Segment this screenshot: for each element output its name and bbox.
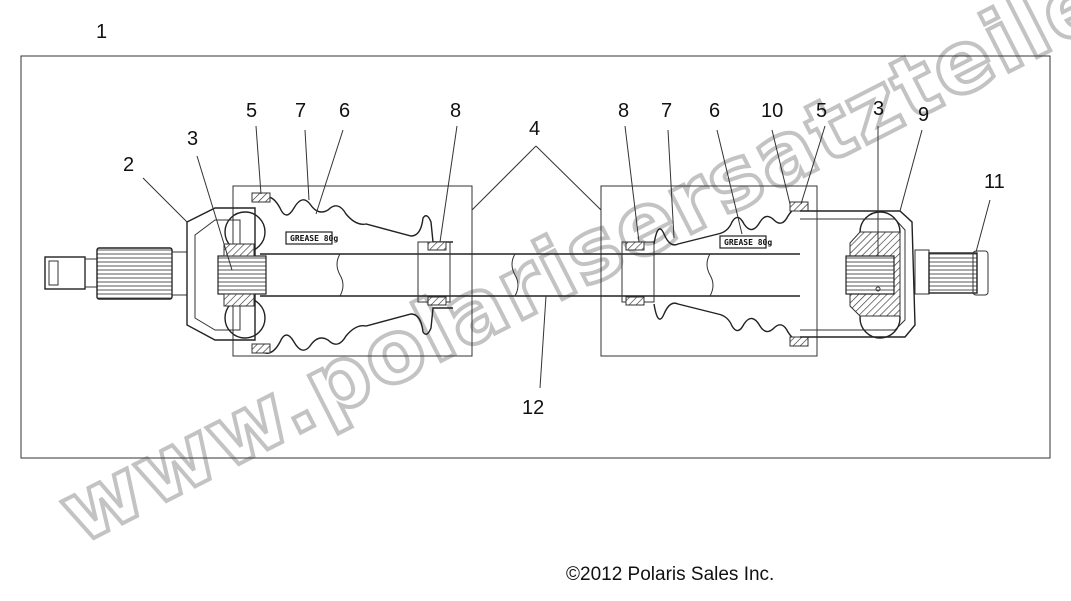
callout-3: 3 — [187, 128, 198, 150]
axle-shaft — [260, 253, 800, 297]
right-cv-joint — [800, 210, 916, 339]
boot-kit-box-right — [600, 185, 818, 357]
callout-5: 5 — [816, 100, 827, 122]
watermark: www.polarisersatzteile.de — [42, 0, 1071, 566]
assembly-frame — [20, 55, 1051, 459]
callout-3: 3 — [873, 98, 884, 120]
right-stub-spline — [914, 249, 989, 296]
callout-2: 2 — [123, 154, 134, 176]
left-stub-spline — [44, 247, 188, 300]
left-boot: GREASE 80g — [251, 192, 453, 354]
callout-12: 12 — [522, 397, 544, 419]
callout-1: 1 — [96, 21, 107, 43]
callout-9: 9 — [918, 104, 929, 126]
callout-8: 8 — [450, 100, 461, 122]
svg-text:www.polarisersatzteile.de: www.polarisersatzteile.de — [44, 0, 1071, 564]
callout-6: 6 — [339, 100, 350, 122]
callout-11: 11 — [984, 171, 1005, 193]
callout-labels: 1 2 3 5 7 6 8 4 8 7 6 10 5 3 9 11 12 — [96, 21, 1005, 419]
callout-4: 4 — [529, 118, 540, 140]
callout-7: 7 — [661, 100, 672, 122]
callout-6: 6 — [709, 100, 720, 122]
copyright-notice: ©2012 Polaris Sales Inc. — [566, 564, 775, 585]
left-cv-joint — [186, 207, 267, 341]
callout-8: 8 — [618, 100, 629, 122]
svg-text:GREASE 80g: GREASE 80g — [724, 238, 772, 247]
svg-text:GREASE 80g: GREASE 80g — [290, 234, 338, 243]
callout-5: 5 — [246, 100, 257, 122]
callout-10: 10 — [761, 100, 783, 122]
callout-7: 7 — [295, 100, 306, 122]
right-boot: GREASE 80g — [621, 201, 809, 347]
leader-lines — [142, 125, 991, 389]
